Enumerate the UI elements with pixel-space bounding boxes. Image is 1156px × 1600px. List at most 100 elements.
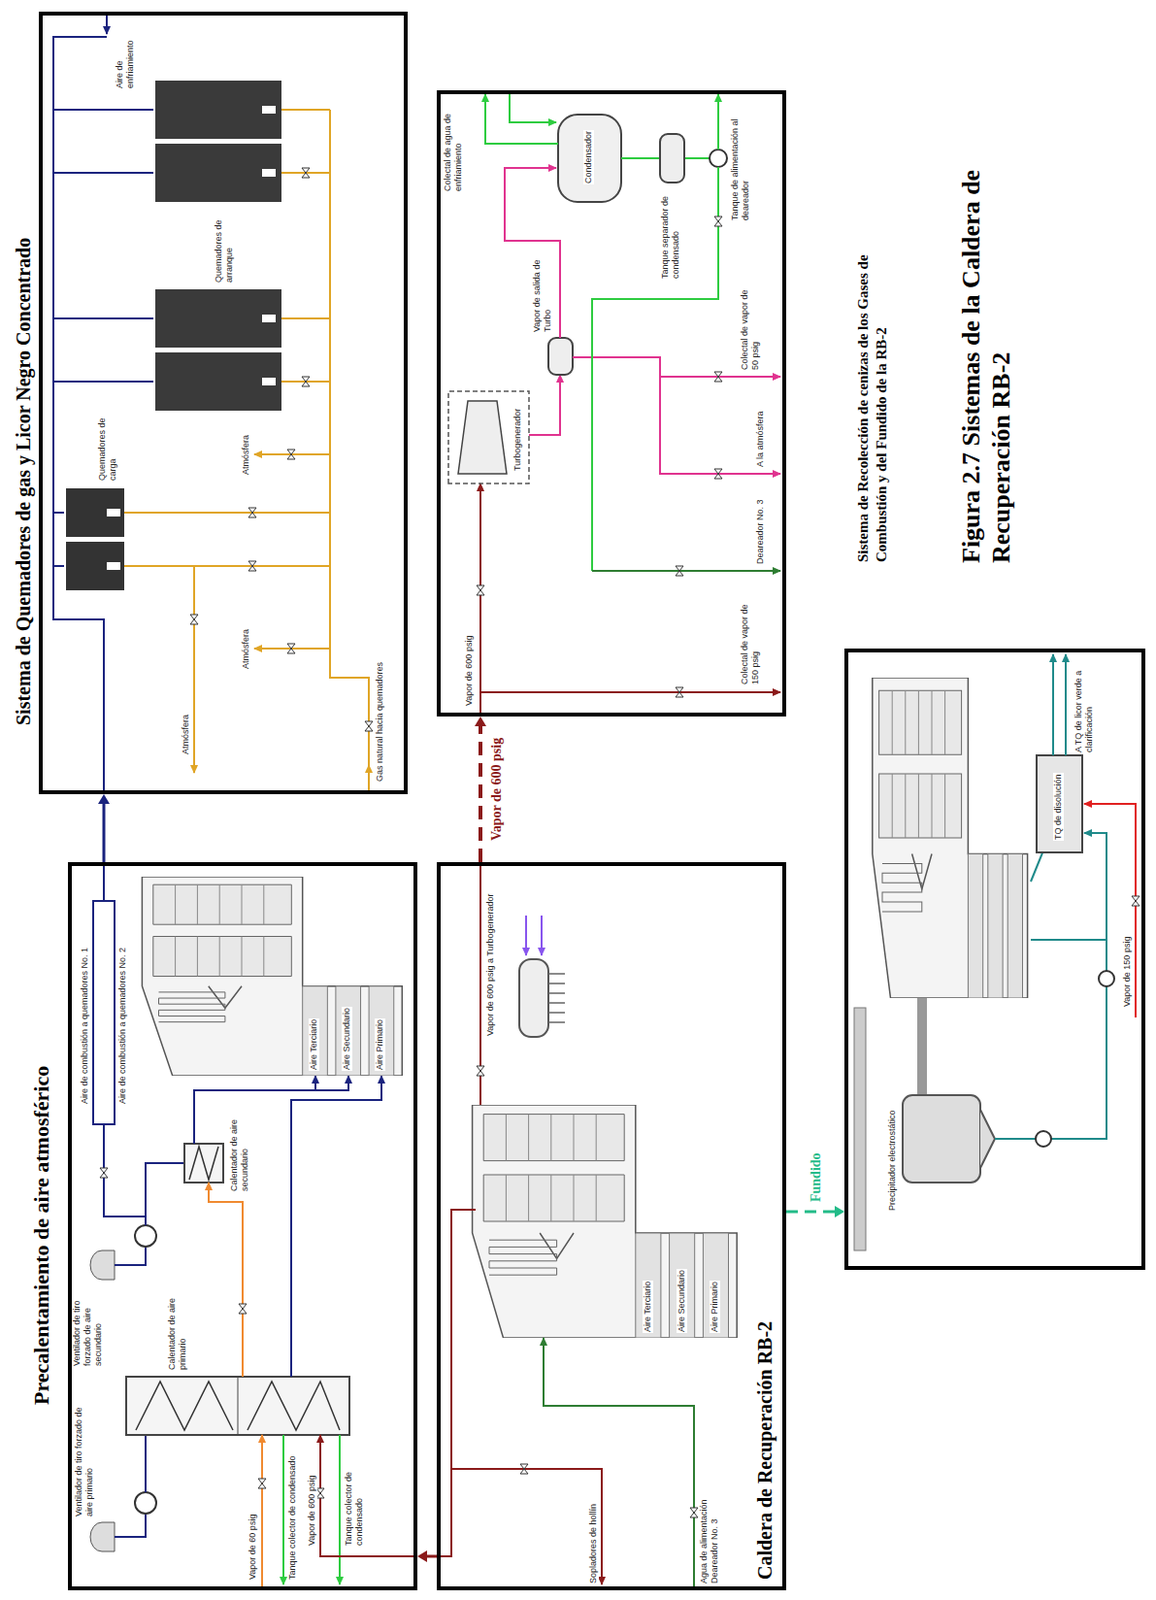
burner-nozzle [262, 168, 276, 177]
burner-box [155, 289, 282, 348]
equipment-label: Colectal de vapor de 150 psig [739, 597, 761, 686]
equipment-label: Aire Terciario [642, 1280, 654, 1333]
heater-divider [237, 1376, 239, 1435]
condensate-pipe [338, 1434, 341, 1585]
ash-pipe [994, 832, 1107, 1139]
heater-coil [247, 1381, 340, 1430]
equipment-label: Tanque colector de condensado [287, 1453, 298, 1581]
pump-symbol [1098, 970, 1115, 987]
connector-label: Vapor de 600 psig [488, 735, 505, 843]
equipment-label: Aire de combustión a quemadores No. 1 [79, 946, 91, 1105]
equipment-label: Ventilador de tiro forzado de aire secun… [71, 1282, 104, 1367]
stack [854, 1007, 866, 1251]
valve-symbol [1131, 895, 1140, 906]
recovery-boiler-drawing [872, 677, 1028, 998]
air-heater [126, 1376, 350, 1435]
valve-symbol [99, 1167, 108, 1178]
air-connector [102, 802, 106, 862]
valve-symbol [714, 468, 723, 479]
valve-symbol [476, 585, 485, 595]
valve-symbol [714, 371, 723, 382]
cooling-water-pipe [485, 94, 559, 144]
equipment-label: Deareador No. 3 [755, 497, 766, 565]
green-liquor-pipe [1064, 654, 1067, 756]
exhaust-steam-pipe [504, 167, 561, 338]
connector-label: Fundido [807, 1150, 825, 1204]
valve-symbol [287, 643, 296, 654]
tertiary-air-pipe [314, 1075, 317, 1090]
vessel-tubes [548, 973, 565, 1023]
equipment-label: Vapor de 600 psig [463, 634, 475, 707]
air-heater [184, 1143, 224, 1183]
burner-box [66, 541, 125, 591]
smelt-connector [786, 1205, 845, 1218]
heater-coil [189, 1146, 219, 1180]
air-pipe [145, 1162, 185, 1225]
equipment-label: Vapor de salida de Turbo [531, 253, 554, 333]
primary-air-pipe [291, 1075, 382, 1377]
air-branch [53, 109, 154, 566]
equipment-label: Vapor de 600 psig [306, 1474, 318, 1547]
equipment-label: Aire de enfriamiento [114, 19, 136, 90]
gas-branch [124, 109, 331, 566]
burner-nozzle [262, 377, 276, 386]
precipitator-hopper [980, 1109, 995, 1168]
cooling-air-pipe [105, 15, 108, 34]
smelt-connector [786, 1210, 836, 1214]
steam-pipe [438, 1209, 476, 1556]
equipment-label: Tanque colector de condensado [343, 1442, 365, 1547]
cooling-water-pipe [509, 94, 557, 123]
heater-coil [135, 1381, 233, 1430]
valve-symbol [301, 167, 310, 178]
flue-gas-duct [917, 997, 927, 1095]
burner-box [155, 352, 282, 411]
equipment-label: Aire Terciario [308, 1018, 320, 1071]
air-pipe [114, 1246, 146, 1265]
burner-nozzle [106, 561, 121, 570]
valve-symbol [301, 376, 310, 387]
dissolving-tank [1036, 755, 1083, 853]
exhaust-steam-pipe [528, 374, 561, 435]
equipment-label: Colectal de vapor de 50 psig [739, 283, 761, 371]
section-heading: Sistema de Quemadores de gas y Licor Neg… [11, 236, 35, 727]
air-pipe [114, 1513, 146, 1537]
recovery-boiler-drawing [472, 1104, 738, 1338]
steam-pipe [208, 1182, 243, 1377]
section-heading: Sistema de Recolección de cenizas de los… [854, 240, 892, 563]
green-liquor-pipe [1052, 654, 1055, 756]
steam-connector [474, 716, 487, 862]
equipment-label: Agua de alimentación Deareador No. 3 [698, 1455, 721, 1585]
steam-tank [548, 337, 573, 375]
valve-symbol [248, 561, 257, 571]
air-connector [98, 793, 110, 862]
system-panel: Sistema de Quemadores de gas y Licor Neg… [38, 11, 408, 794]
gas-header [330, 109, 369, 765]
gas-pipe [367, 764, 370, 791]
equipment-label: Aire Primario [709, 1280, 721, 1333]
figure-title: Figura 2.7 Sistemas de la Caldera de Rec… [956, 106, 1017, 563]
fan-silencer [90, 1250, 115, 1280]
equipment-label: A la atmósfera [755, 409, 766, 468]
burner-nozzle [106, 508, 121, 517]
cylinder-vessel [519, 958, 549, 1037]
combustion-air-pipe [93, 863, 146, 1217]
equipment-label: A TQ de licor verde a clarificación [1073, 656, 1095, 754]
condensate-pipe [592, 569, 781, 572]
turbine-frame [448, 391, 529, 484]
equipment-label: Condensador [583, 130, 595, 185]
valve-symbol [316, 1487, 325, 1498]
vent-pipe [193, 565, 196, 773]
steam-pipe [660, 375, 781, 378]
steam-pipe [572, 357, 781, 474]
steam-pipe [320, 1434, 416, 1556]
fan-silencer [90, 1521, 115, 1552]
feedwater-pipe [543, 1337, 694, 1586]
burner-box [155, 143, 282, 202]
valve-symbol [714, 216, 723, 227]
equipment-label: Precipitador electrostático [887, 1108, 898, 1212]
arrow-head [834, 1205, 845, 1218]
steam-pipe [261, 1434, 264, 1586]
equipment-label: Vapor de 60 psig [247, 1513, 259, 1581]
section-heading: Precalentamiento de aire atmosférico [29, 1064, 55, 1406]
